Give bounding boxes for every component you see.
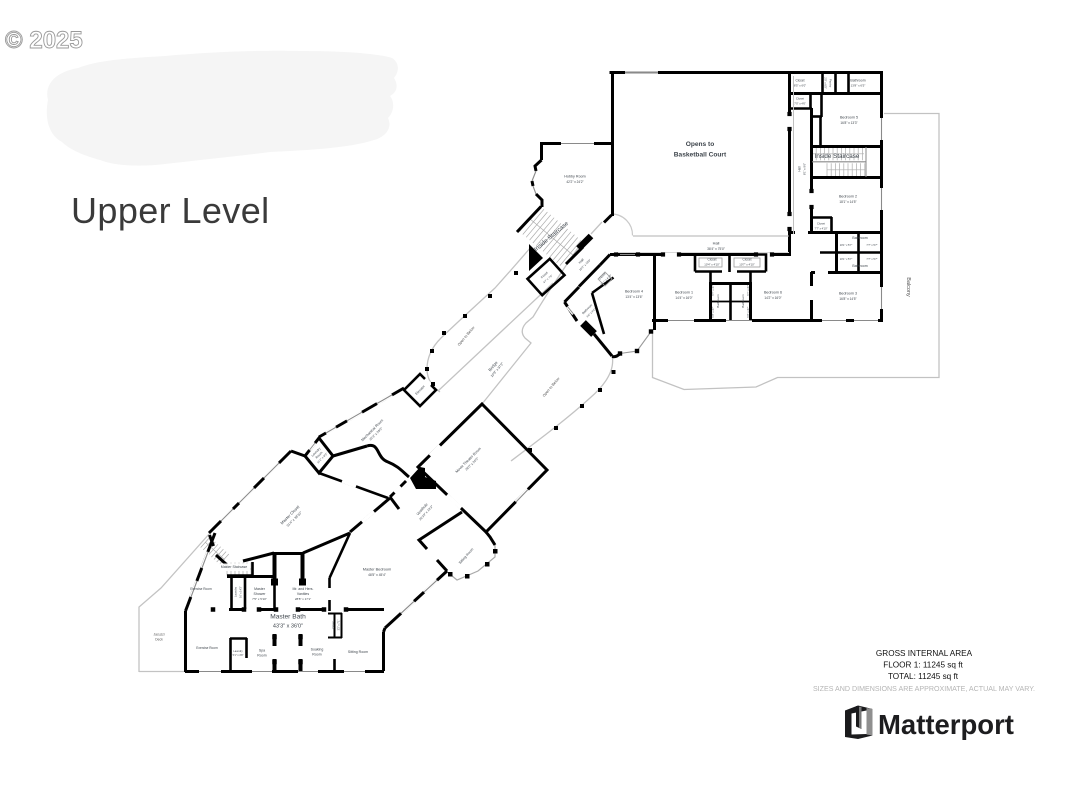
svg-text:Laundry: Laundry <box>311 446 322 457</box>
svg-text:48'5" x 45'4": 48'5" x 45'4" <box>368 573 387 577</box>
svg-text:Laundry: Laundry <box>233 649 243 653</box>
svg-text:2'5" x 6'5": 2'5" x 6'5" <box>823 77 827 89</box>
svg-text:Inside Staircase: Inside Staircase <box>815 153 860 160</box>
svg-text:Bathroom: Bathroom <box>741 294 745 308</box>
svg-text:Sitting Room: Sitting Room <box>458 547 474 565</box>
svg-text:6'8" x 9'4": 6'8" x 9'4" <box>585 307 596 318</box>
svg-text:Matterport: Matterport <box>878 709 1014 740</box>
svg-text:14'4" x 16'0": 14'4" x 16'0" <box>675 296 692 300</box>
svg-text:Hall: Hall <box>797 166 801 172</box>
svg-text:18'1" x 14'5": 18'1" x 14'5" <box>839 200 856 204</box>
svg-text:Master: Master <box>254 587 266 591</box>
svg-text:7'7" x 5'7": 7'7" x 5'7" <box>866 257 877 261</box>
svg-text:7'5" x 5'10": 7'5" x 5'10" <box>252 597 267 601</box>
svg-text:FLOOR 1: 11245 sq ft: FLOOR 1: 11245 sq ft <box>883 661 963 670</box>
svg-text:GROSS INTERNAL AREA: GROSS INTERNAL AREA <box>876 649 973 658</box>
svg-text:Laundry: Laundry <box>233 586 237 597</box>
svg-text:3'2" x 7'1": 3'2" x 7'1" <box>338 620 341 631</box>
svg-text:4'7" x 7'9": 4'7" x 7'9" <box>542 274 553 285</box>
svg-text:Hall: Hall <box>713 241 720 246</box>
svg-text:Room: Room <box>257 654 266 658</box>
svg-text:7'0" x 4'6": 7'0" x 4'6" <box>794 102 806 106</box>
svg-text:Soaking: Soaking <box>311 648 324 652</box>
svg-text:Bathroom: Bathroom <box>716 294 720 308</box>
svg-text:5'3" x 4'7": 5'3" x 4'7" <box>746 306 750 317</box>
svg-text:10'7" x 4'10": 10'7" x 4'10" <box>739 263 754 267</box>
svg-text:Hall: Hall <box>578 258 585 265</box>
svg-text:10'1" x 5'7": 10'1" x 5'7" <box>840 243 853 247</box>
svg-text:7'7" x 5'7": 7'7" x 5'7" <box>866 243 877 247</box>
svg-text:Deck: Deck <box>155 638 163 642</box>
svg-text:Room: Room <box>312 653 321 657</box>
svg-text:Closet: Closet <box>796 96 804 100</box>
svg-text:5'7" x 4'7": 5'7" x 4'7" <box>746 284 750 295</box>
svg-text:Bathroom: Bathroom <box>850 79 865 83</box>
svg-text:Upper Level: Upper Level <box>71 190 270 231</box>
svg-text:Closet: Closet <box>743 257 752 261</box>
svg-text:TOTAL: 11245 sq ft: TOTAL: 11245 sq ft <box>888 672 959 681</box>
svg-text:© 2025: © 2025 <box>5 27 83 54</box>
svg-text:Exercise Room: Exercise Room <box>196 646 218 650</box>
svg-text:Open to Below: Open to Below <box>457 325 476 346</box>
svg-text:Bedroom 6: Bedroom 6 <box>764 291 782 295</box>
svg-text:Basketball Court: Basketball Court <box>674 152 727 159</box>
svg-text:10'4" x 4'10": 10'4" x 4'10" <box>704 263 719 267</box>
svg-text:Open to Below: Open to Below <box>542 376 561 397</box>
svg-text:Opens to: Opens to <box>686 141 715 148</box>
svg-text:38'4" x 75'0": 38'4" x 75'0" <box>707 247 726 251</box>
svg-text:7'7" x 4'10": 7'7" x 4'10" <box>815 227 828 231</box>
svg-text:Bedroom 4: Bedroom 4 <box>625 290 643 294</box>
svg-text:Bedroom 5: Bedroom 5 <box>840 116 858 120</box>
svg-text:28'8" x 17'1": 28'8" x 17'1" <box>295 597 311 601</box>
svg-text:Elevator: Elevator <box>414 384 426 396</box>
svg-text:Closet: Closet <box>598 272 607 281</box>
svg-text:Vanities: Vanities <box>297 592 309 596</box>
svg-text:Bridge: Bridge <box>487 360 499 373</box>
svg-text:Master Staircase: Master Staircase <box>221 565 247 569</box>
svg-text:Mr. and Hers.: Mr. and Hers. <box>292 587 313 591</box>
svg-text:Bedroom 3: Bedroom 3 <box>839 292 857 296</box>
svg-text:Room: Room <box>315 450 324 459</box>
svg-text:Bathroom: Bathroom <box>852 236 867 240</box>
svg-text:Closet: Closet <box>540 271 549 280</box>
svg-text:43'3" x 36'0": 43'3" x 36'0" <box>273 624 303 630</box>
svg-text:10'1" x 5'7": 10'1" x 5'7" <box>840 257 853 261</box>
svg-text:16'8" x 13'3": 16'8" x 13'3" <box>840 121 857 125</box>
svg-text:Exercise Room: Exercise Room <box>190 587 212 591</box>
svg-text:Sitting Room: Sitting Room <box>348 650 368 654</box>
svg-text:13'4" x 13'6": 13'4" x 13'6" <box>625 295 642 299</box>
svg-text:Shower: Shower <box>254 592 267 596</box>
svg-text:16'8" x 14'5": 16'8" x 14'5" <box>839 297 856 301</box>
svg-text:5'7" x 4'7": 5'7" x 4'7" <box>711 284 715 295</box>
svg-text:8'1" x 9'6": 8'1" x 9'6" <box>803 163 807 175</box>
svg-text:SIZES AND DIMENSIONS ARE APPRO: SIZES AND DIMENSIONS ARE APPROXIMATE, AC… <box>813 685 1035 693</box>
svg-text:8'5" x 6'0": 8'5" x 6'0" <box>794 84 806 88</box>
svg-text:Bedroom 2: Bedroom 2 <box>839 195 857 199</box>
svg-text:Hobby Room: Hobby Room <box>564 175 586 179</box>
svg-text:Master Bath: Master Bath <box>270 614 306 621</box>
svg-text:Closet: Closet <box>708 257 717 261</box>
svg-text:Pantry: Pantry <box>829 79 833 88</box>
svg-text:Bedroom 1: Bedroom 1 <box>675 291 693 295</box>
svg-text:Master Bedroom: Master Bedroom <box>363 567 392 572</box>
svg-text:Jacuzzi: Jacuzzi <box>153 633 164 637</box>
svg-text:10' x 14'3": 10' x 14'3" <box>239 586 243 598</box>
svg-text:Bathroom: Bathroom <box>852 264 867 268</box>
svg-text:Closet: Closet <box>331 621 335 629</box>
svg-text:5'1" x 4'8": 5'1" x 4'8" <box>233 654 244 657</box>
svg-text:13'8" x 6'5": 13'8" x 6'5" <box>851 84 866 88</box>
svg-text:Balcony: Balcony <box>905 277 911 297</box>
svg-text:Closet: Closet <box>796 78 805 82</box>
svg-text:Closet: Closet <box>817 221 825 225</box>
svg-text:14'2" x 16'0": 14'2" x 16'0" <box>764 296 781 300</box>
svg-text:5'3" x 4'7": 5'3" x 4'7" <box>711 306 715 317</box>
svg-text:42'2" x 24'2": 42'2" x 24'2" <box>566 180 583 184</box>
svg-text:Spa: Spa <box>259 649 265 653</box>
